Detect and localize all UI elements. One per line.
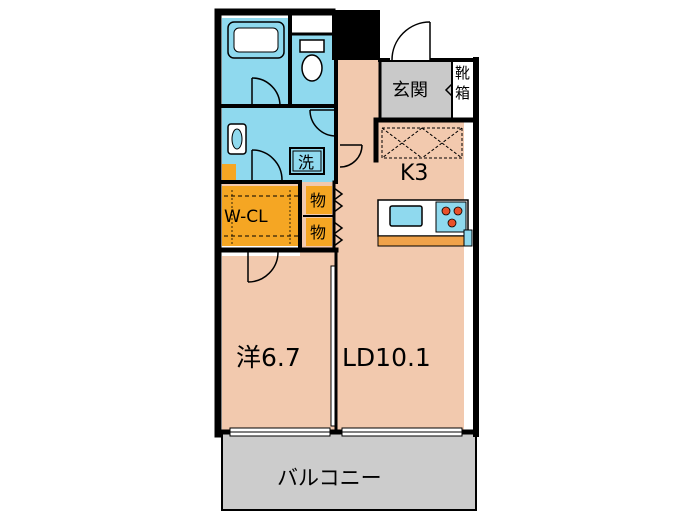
storage-upper-label: 物 [310, 191, 326, 210]
entrance-label: 玄関 [392, 80, 428, 101]
windows [229, 427, 463, 437]
shoe-cabinet-char-1: 靴 [455, 64, 470, 82]
storage-lower-floor [306, 218, 332, 246]
fixtures [224, 21, 473, 247]
living-dining-label: LD10.1 [342, 343, 431, 372]
washer-label: 洗 [298, 153, 314, 172]
washer-inner [292, 150, 322, 172]
toilet-tank-icon [299, 39, 325, 53]
kitchen-label: K3 [400, 161, 428, 186]
kitchen-counter-edge [377, 235, 469, 247]
wash-basin-bowl [231, 128, 243, 150]
western-room-floor [222, 256, 336, 432]
bathtub-inner [233, 27, 279, 53]
stove-burner-icon [441, 206, 451, 216]
kitchen-sink-icon [389, 205, 423, 227]
stove-burner-icon [447, 218, 457, 228]
storage-upper-door[interactable] [332, 187, 344, 213]
storage-lower-door[interactable] [332, 221, 344, 247]
washroom-floor-orange [222, 164, 236, 182]
washroom-closet-door[interactable] [251, 149, 283, 181]
bathroom-door[interactable] [251, 77, 281, 107]
washer-box [289, 147, 325, 175]
kitchen-stove-area [435, 201, 467, 233]
counter-end [463, 229, 473, 247]
pipe-shaft [332, 10, 380, 60]
toilet-bowl-icon [301, 54, 323, 82]
storage-lower-label: 物 [310, 223, 326, 242]
shoe-cabinet-label: 靴箱 [455, 64, 470, 102]
toilet-door[interactable] [309, 109, 337, 137]
balcony-label: バルコニー [277, 466, 382, 490]
entrance-door[interactable] [390, 20, 431, 61]
storage-upper-floor [306, 186, 332, 214]
labels: 洋6.7 LD10.1 K3 W-CL 玄関 靴箱 洗 物 物 バルコニー [224, 64, 470, 490]
balcony-floor [222, 432, 476, 510]
washroom-door[interactable] [339, 144, 363, 168]
sliding-partition[interactable] [330, 265, 336, 427]
walk-in-closet-label: W-CL [224, 207, 268, 227]
shoe-cabinet-char-2: 箱 [455, 84, 470, 102]
doors [247, 20, 453, 283]
western-room-label: 洋6.7 [236, 343, 301, 372]
entrance-floor [380, 60, 452, 120]
western-room-door[interactable] [247, 251, 279, 283]
stove-burner-icon [453, 206, 463, 216]
